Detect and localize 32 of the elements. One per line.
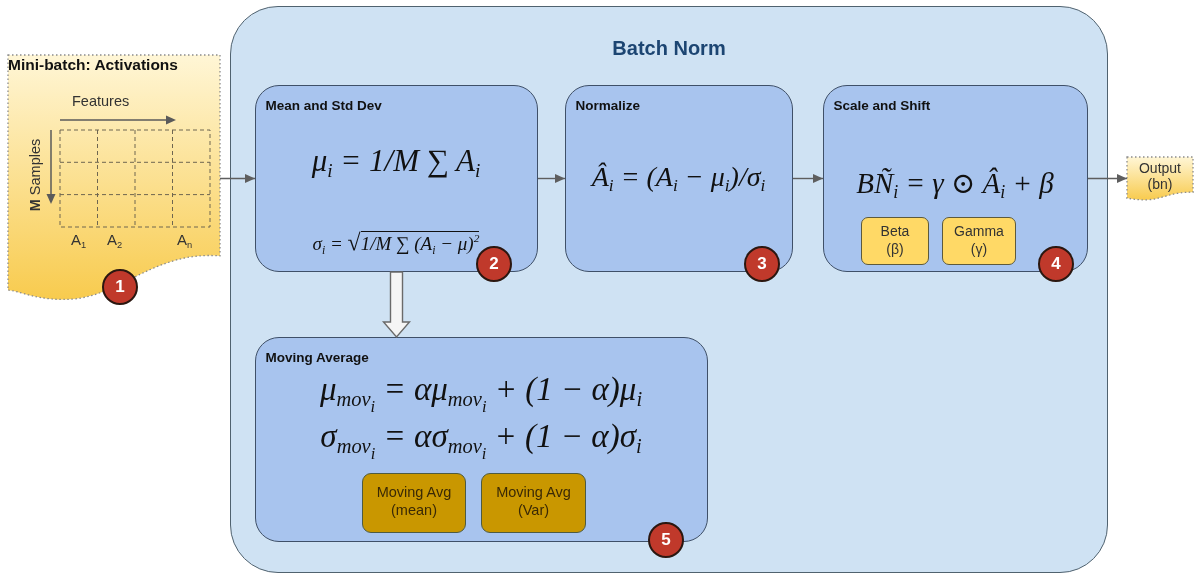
column-label: A$_{1}$ [71,231,87,248]
box-title: Moving Average [265,349,369,365]
axis-label: Features [72,93,130,109]
arrow [792,174,824,183]
arrow [537,174,566,183]
formula: μ$_{i}$ = 1/M ∑ A$_{i}$ [311,141,481,179]
arrow [219,174,256,183]
buffer-tag: Moving Avg (mean) [362,473,466,533]
formula: BÑ$_{i}$ = γ ⊙ Â$_{i}$ + β [856,165,1054,201]
formula: μ$_{mov}$$_{i}$ = αμ$_{mov}$$_{i}$ + (1 − α)μ$_{i}$ [319,369,643,410]
panel-title: Mini-batch: Activations [8,56,178,74]
callout-number: 5 [648,522,684,558]
output-label: Output (bn) [1139,160,1181,193]
panel-title: Batch Norm [612,37,726,60]
group-panel [230,6,1108,573]
box-title: Normalize [575,97,641,113]
box-title: Scale and Shift [833,97,931,113]
callout-number: 1 [102,269,138,305]
column-label: A$_{n}$ [177,231,193,248]
formula: σ$_{mov}$$_{i}$ = ασ$_{mov}$$_{i}$ + (1 − α)σ$_{i}$ [320,416,642,457]
buffer-tag: Moving Avg (Var) [481,473,586,533]
box-title: Mean and Std Dev [265,97,382,113]
callout-number: 4 [1038,246,1074,282]
callout-number: 2 [476,246,512,282]
column-label: A$_{2}$ [107,231,123,248]
axis-label: M Samples [27,138,43,212]
parameter-tag: Gamma (γ) [942,217,1016,265]
parameter-tag: Beta (β) [861,217,929,265]
callout-number: 3 [744,246,780,282]
arrow [1087,174,1128,183]
formula: Â$_{i}$ = (A$_{i}$ − μ$_{i}$)/σ$_{i}$ [591,159,766,194]
block-arrow [381,271,412,339]
